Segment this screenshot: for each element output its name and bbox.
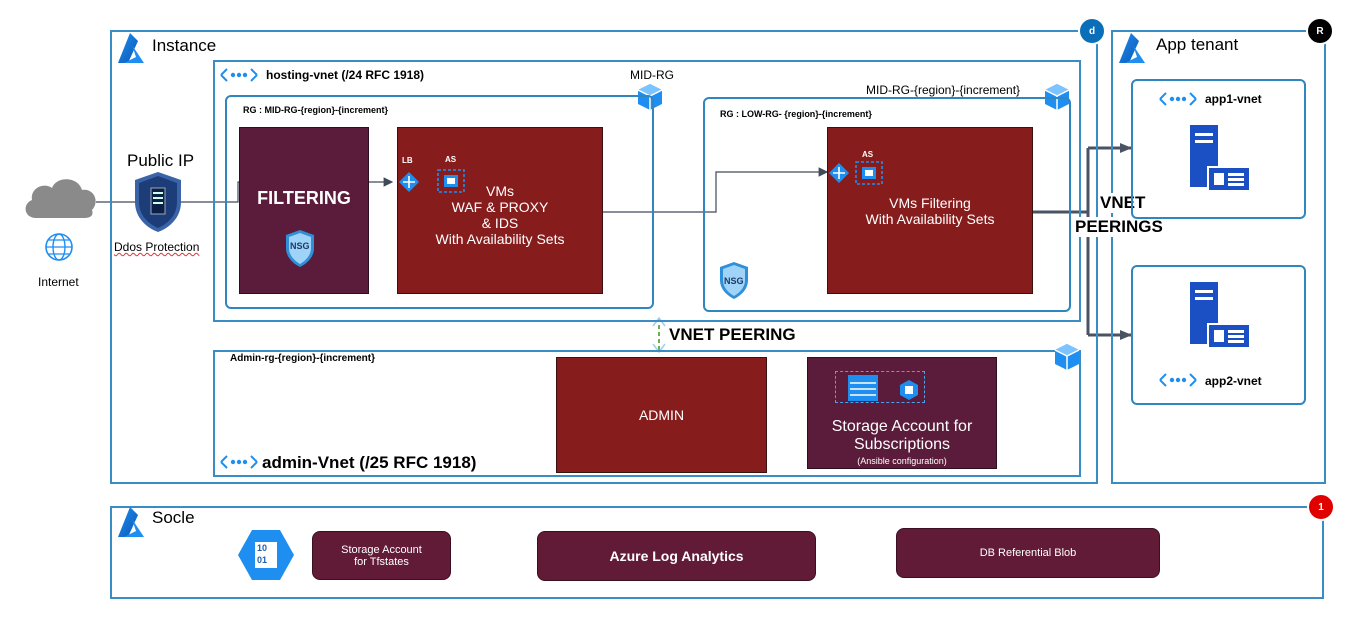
tfstates-icon-top: 10 [257, 543, 268, 553]
app-tenant-frame [1111, 30, 1326, 484]
app-tenant-title: App tenant [1156, 35, 1239, 54]
low-rg-header: MID-RG-{region}-{increment} [866, 83, 1021, 97]
low-rg-frame [703, 97, 1071, 312]
socle-badge: 1 [1307, 493, 1335, 521]
admin-vnet-icon [220, 455, 258, 469]
app2-vnet-frame [1131, 265, 1306, 405]
admin-vnet-frame [213, 350, 1081, 477]
vms-filtering-box: VMs Filtering With Availability Sets [827, 127, 1033, 294]
waf-vms-line3: & IDS [481, 214, 519, 231]
app2-vnet-label: app2-vnet [1205, 374, 1262, 388]
db-referential-blob-box: DB Referential Blob [896, 528, 1160, 578]
low-rg-label: RG : LOW-RG- {region}-{increment} [720, 109, 872, 119]
subscriptions-storage-box: Storage Account for Subscriptions (Ansib… [807, 357, 997, 469]
globe-icon [45, 233, 73, 261]
waf-as-label: AS [445, 155, 457, 164]
internet-label: Internet [38, 275, 79, 289]
instance-azure-icon [118, 33, 144, 63]
hosting-vnet-label: hosting-vnet (/24 RFC 1918) [266, 68, 425, 82]
connector-vms-to-lowrg [603, 167, 829, 213]
tfstates-line2: for Tfstates [354, 555, 409, 568]
waf-vms-line4: With Availability Sets [435, 230, 565, 247]
low-rg-availability-set-icon [855, 161, 883, 185]
lb-label: LB [402, 156, 413, 165]
hosting-vnet-frame [213, 60, 1081, 322]
app1-vnet-icon [1159, 92, 1197, 106]
tfstates-line1: Storage Account [341, 543, 422, 556]
waf-vms-line2: WAF & PROXY [451, 198, 549, 215]
log-analytics-label: Azure Log Analytics [609, 548, 744, 564]
app1-server-icon [1189, 124, 1251, 192]
tfstates-storage-icon [238, 530, 294, 580]
log-analytics-box: Azure Log Analytics [537, 531, 816, 581]
app2-server-icon [1189, 281, 1251, 349]
app-tenant-badge: R [1306, 17, 1334, 45]
storage-blob-icon [900, 380, 918, 400]
app2-vnet-icon [1159, 373, 1197, 387]
tfstates-icon-bottom: 01 [257, 555, 268, 565]
storage-icons-group [835, 371, 925, 403]
filtering-box: FILTERING [239, 127, 369, 294]
app1-vnet-frame [1131, 79, 1306, 219]
filtering-nsg-label: NSG [290, 241, 310, 251]
app-tenant-azure-icon [1119, 33, 1145, 63]
socle-title: Socle [152, 508, 195, 527]
waf-availability-set-icon [437, 169, 465, 193]
hosting-vnet-icon [220, 68, 258, 82]
load-balancer-icon [398, 171, 420, 193]
storage-table-icon [848, 375, 878, 401]
admin-cube-icon [1054, 343, 1080, 371]
low-rg-as-label: AS [862, 150, 874, 159]
instance-frame [110, 30, 1098, 484]
waf-vms-line1: VMs [486, 182, 514, 199]
instance-badge: d [1078, 17, 1106, 45]
cloud-icon [25, 179, 96, 218]
mid-rg-frame [225, 95, 654, 309]
subscriptions-storage-line1: Storage Account for [831, 418, 973, 435]
subscriptions-storage-note: (Ansible configuration) [857, 456, 947, 466]
waf-vms-box: VMs WAF & PROXY & IDS With Availability … [397, 127, 603, 294]
admin-vnet-label: admin-Vnet (/25 RFC 1918) [262, 453, 477, 472]
ddos-protection-label: Ddos Protection [114, 240, 200, 254]
admin-box: ADMIN [556, 357, 767, 473]
tfstates-storage-box: Storage Account for Tfstates [312, 531, 451, 580]
vms-filtering-line1: VMs Filtering [889, 194, 971, 211]
vnet-peerings-line1: VNET [1098, 193, 1148, 213]
mid-rg-label: RG : MID-RG-{region}-{increment} [243, 105, 389, 115]
vnet-peerings-line2: PEERINGS [1073, 217, 1165, 237]
low-rg-nsg-label: NSG [724, 276, 744, 286]
app1-vnet-label: app1-vnet [1205, 92, 1262, 106]
socle-frame [110, 506, 1324, 599]
admin-rg-label: Admin-rg-{region}-{increment} [230, 353, 376, 364]
connector-vnet-peerings [1033, 146, 1131, 337]
vnet-peering-label: VNET PEERING [669, 325, 796, 344]
filtering-title: FILTERING [257, 188, 351, 208]
db-referential-blob-label: DB Referential Blob [979, 547, 1077, 559]
subscriptions-storage-line2: Subscriptions [853, 436, 951, 453]
instance-title: Instance [152, 36, 217, 55]
mid-rg-tag: MID-RG [630, 68, 674, 82]
low-rg-lb-icon [828, 162, 850, 184]
public-ip-title: Public IP [127, 151, 195, 170]
admin-box-label: ADMIN [638, 407, 685, 423]
vms-filtering-line2: With Availability Sets [865, 210, 995, 227]
socle-azure-icon [118, 507, 144, 537]
ddos-shield-icon [135, 172, 181, 232]
